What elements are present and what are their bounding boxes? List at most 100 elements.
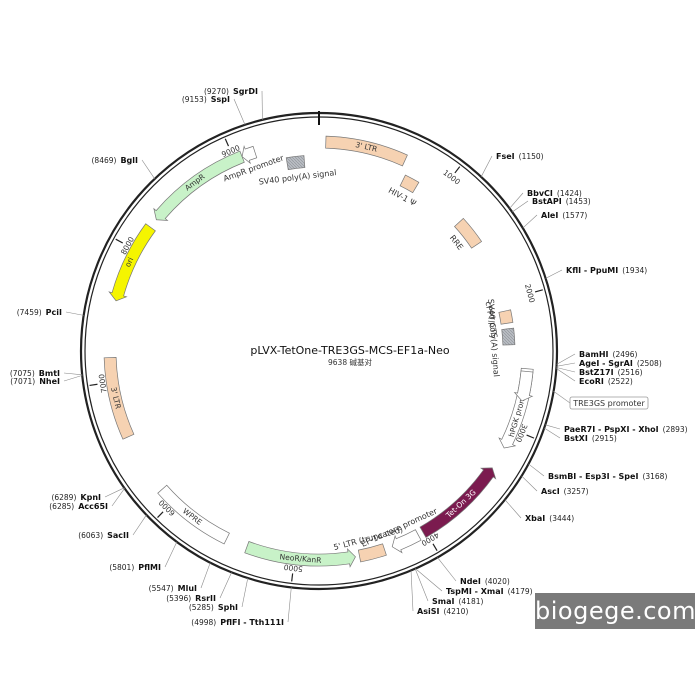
tick-mark: [224, 138, 230, 147]
site-position: (1424): [557, 189, 582, 198]
site-name: SspI: [211, 95, 230, 104]
site-name: SmaI: [432, 597, 454, 606]
site-name: BstZ17I: [579, 368, 614, 377]
site-leader-line: [233, 98, 246, 125]
site-asci: AscI (3257): [521, 475, 589, 496]
tet-on-3g-arc: [419, 467, 497, 538]
site-leader-line: [241, 578, 249, 608]
site-position: (6285): [49, 502, 74, 511]
site-position: (2915): [592, 434, 617, 443]
site-position: (4179): [508, 587, 533, 596]
site-bgli: BglI(8469): [92, 156, 155, 179]
site-position: (5801): [109, 563, 134, 572]
tre3gs-promoter-label: TRE3GS promoter: [572, 399, 645, 408]
site-leader-line: [509, 192, 524, 209]
site-position: (2516): [618, 368, 643, 377]
site-position: (3257): [564, 487, 589, 496]
site-position: (7459): [17, 308, 42, 317]
ampr-arc: [153, 150, 245, 221]
site-position: (2522): [608, 377, 633, 386]
site-name: PaeR7I - PspXI - XhoI: [564, 425, 659, 434]
site-bsmbi-esp3i-spei: BsmBI - Esp3I - SpeI(3168): [528, 463, 667, 481]
site-sgrdi: SgrDI(9270): [204, 87, 263, 120]
site-leader-line: [528, 463, 545, 477]
site-name: BstXI: [564, 434, 588, 443]
hiv1-psi-arc: [399, 174, 420, 194]
site-name: BstAPI: [532, 197, 562, 206]
site-leader-line: [410, 570, 414, 612]
site-position: (1934): [622, 266, 647, 275]
site-leader-line: [522, 214, 538, 229]
tick-label-7000: 7000: [97, 373, 109, 393]
site-leader-line: [544, 427, 561, 439]
feature-tet-on-3g: Tet-On 3G: [419, 467, 497, 538]
tick-mark: [432, 543, 438, 552]
site-name: KpnI: [80, 493, 101, 502]
site-position: (4998): [191, 618, 216, 627]
site-bamhi: BamHI(2496): [556, 350, 638, 365]
site-position: (7075): [10, 369, 35, 378]
tre3gs-promoter-arc: [513, 370, 534, 402]
site-agei-sgrai: AgeI - SgrAI(2508): [556, 359, 662, 368]
sv40-polya-2-arc: [501, 327, 516, 346]
site-leader-line: [287, 587, 292, 623]
site-leader-line: [132, 514, 147, 536]
site-position: (3168): [642, 472, 667, 481]
site-position: (5396): [166, 594, 191, 603]
feature-hiv1-psi: HIV-1 Ψ: [387, 174, 420, 208]
site-position: (7071): [10, 377, 35, 386]
tick-mark: [89, 383, 98, 387]
site-name: BmtI: [39, 369, 60, 378]
site-kpni: KpnI(6289): [51, 487, 125, 502]
ampr-promoter-arc: [241, 144, 258, 165]
site-leader-line: [104, 487, 125, 498]
site-position: (4210): [443, 607, 468, 616]
tick-mark: [454, 166, 461, 174]
3-ltr-top-arc: [325, 135, 408, 167]
site-leader-line: [63, 375, 83, 382]
site-leader-line: [200, 562, 211, 589]
site-position: (2893): [663, 425, 688, 434]
site-name: AscI: [541, 487, 560, 496]
watermark: biogege.com: [535, 593, 695, 629]
site-name: NheI: [39, 377, 60, 386]
tick-mark: [157, 511, 164, 518]
site-position: (3444): [549, 514, 574, 523]
site-acc65i: Acc65I (6285): [49, 488, 125, 511]
site-name: Acc65I: [78, 502, 108, 511]
site-leader-line: [556, 353, 576, 365]
rre-arc: [454, 217, 483, 249]
feature-tre3gs-promoter: TRE3GS promoter: [513, 370, 649, 410]
site-name: AleI: [541, 211, 558, 220]
site-position: (4020): [485, 577, 510, 586]
site-bmti: BmtI (7075): [10, 369, 83, 378]
tick-mark: [115, 238, 124, 244]
site-position: (9270): [204, 87, 229, 96]
site-name: NdeI: [460, 577, 481, 586]
site-position: (8469): [92, 156, 117, 165]
site-name: PflMI: [138, 563, 161, 572]
neor-kanr-label: NeoR/KanR: [279, 552, 322, 565]
feature-3-ltr-top: 3' LTR: [325, 135, 408, 167]
feature-neor-kanr: NeoR/KanR: [244, 541, 356, 568]
site-tspmi-xmai: TspMI - XmaI (4179): [415, 568, 533, 596]
plasmid-title: pLVX-TetOne-TRE3GS-MCS-EF1a-Neo: [250, 344, 450, 357]
site-leader-line: [414, 568, 429, 602]
feature-ampr: AmpR: [153, 150, 245, 221]
site-sphi: SphI(5285): [189, 578, 249, 612]
site-name: PflFI - Tth111I: [220, 618, 284, 627]
tet-on-3g-label: Tet-On 3G: [443, 488, 477, 521]
site-leader-line: [545, 269, 563, 279]
site-ecori: EcoRI(2522): [556, 368, 633, 386]
site-leader-line: [545, 424, 561, 430]
site-name: BbvCI: [527, 189, 553, 198]
site-name: TspMI - XmaI: [446, 587, 504, 596]
restriction-sites: SgrDI(9270)SspI(9153)BglI(8469)PciI(7459…: [10, 87, 688, 627]
site-fsei: FseI(1150): [480, 152, 544, 177]
site-bstxi: BstXI (2915): [544, 427, 617, 443]
tick-mark: [291, 573, 294, 582]
site-pflfi-tth111i: PflFI - Tth111I (4998): [191, 587, 292, 627]
5-ltr-arc: [357, 543, 387, 563]
tre3gs-promoter-leader: [553, 390, 571, 404]
